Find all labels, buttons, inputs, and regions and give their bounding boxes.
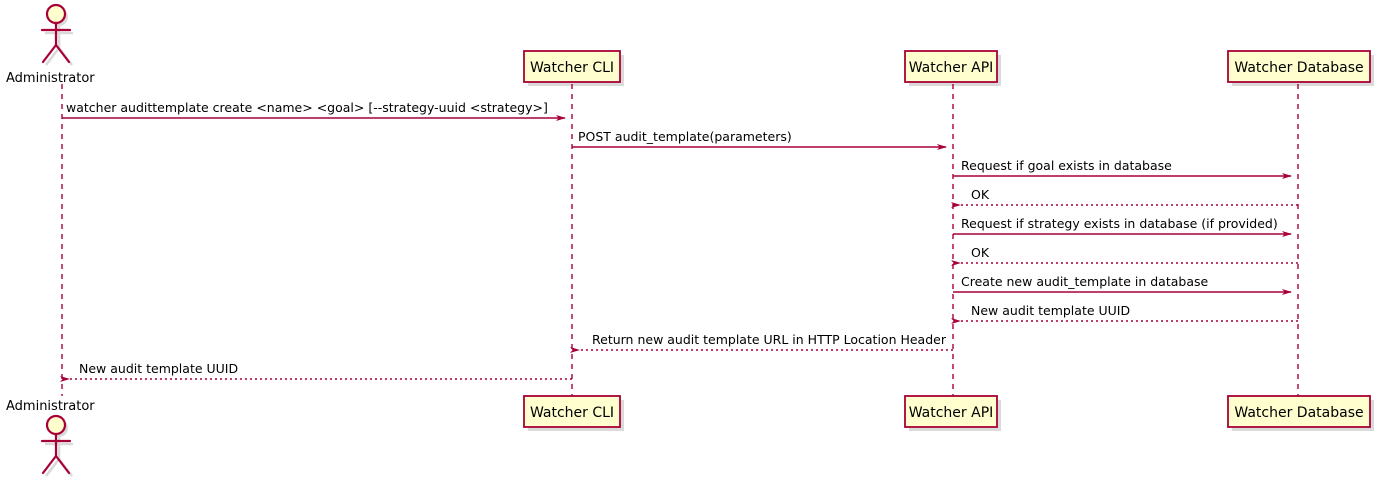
participant-label-watcher-cli-top: Watcher CLI xyxy=(530,60,614,76)
message-7[interactable]: Create new audit_template in database xyxy=(953,274,1292,296)
message-label-1: watcher audittemplate create <name> <goa… xyxy=(66,100,548,115)
message-label-10: New audit template UUID xyxy=(79,361,238,376)
message-label-4: OK xyxy=(971,187,990,202)
message-label-2: POST audit_template(parameters) xyxy=(578,129,792,144)
participant-box-watcher-database-top[interactable]: Watcher Database xyxy=(1227,50,1371,83)
participant-label-watcher-api-bottom: Watcher API xyxy=(909,405,994,421)
message-4[interactable]: OK xyxy=(951,187,1298,208)
participant-label-watcher-database-top: Watcher Database xyxy=(1234,60,1363,76)
message-label-7: Create new audit_template in database xyxy=(961,274,1208,289)
lifelines xyxy=(61,84,1299,396)
actor-head-icon xyxy=(45,414,67,436)
actor-administrator-bottom: Administrator xyxy=(6,399,95,477)
participant-label-watcher-database-bottom: Watcher Database xyxy=(1234,405,1363,421)
participant-box-watcher-api-top[interactable]: Watcher API xyxy=(904,50,998,83)
participant-box-watcher-cli-bottom[interactable]: Watcher CLI xyxy=(523,395,621,428)
message-3[interactable]: Request if goal exists in database xyxy=(953,158,1292,180)
message-2[interactable]: POST audit_template(parameters) xyxy=(572,129,947,151)
message-label-5: Request if strategy exists in database (… xyxy=(961,216,1278,231)
participant-box-watcher-database-bottom[interactable]: Watcher Database xyxy=(1227,395,1371,428)
message-6[interactable]: OK xyxy=(951,245,1298,266)
message-label-8: New audit template UUID xyxy=(971,303,1130,318)
actor-head-icon xyxy=(45,3,67,25)
message-9[interactable]: Return new audit template URL in HTTP Lo… xyxy=(570,332,953,353)
participant-shadows xyxy=(528,55,1374,431)
message-label-9: Return new audit template URL in HTTP Lo… xyxy=(592,332,947,347)
participant-label-watcher-cli-bottom: Watcher CLI xyxy=(530,405,614,421)
participant-box-watcher-api-bottom[interactable]: Watcher API xyxy=(904,395,998,428)
message-1[interactable]: watcher audittemplate create <name> <goa… xyxy=(62,100,566,122)
message-label-6: OK xyxy=(971,245,990,260)
message-10[interactable]: New audit template UUID xyxy=(60,361,572,382)
message-8[interactable]: New audit template UUID xyxy=(951,303,1298,324)
participant-box-watcher-cli-top[interactable]: Watcher CLI xyxy=(523,50,621,83)
participant-label-watcher-api-top: Watcher API xyxy=(909,60,994,76)
message-5[interactable]: Request if strategy exists in database (… xyxy=(953,216,1292,238)
actor-administrator-top: Administrator xyxy=(6,3,95,86)
actor-label-administrator-bottom: Administrator xyxy=(6,399,95,414)
actor-label-administrator-top: Administrator xyxy=(6,71,95,86)
message-label-3: Request if goal exists in database xyxy=(961,158,1172,173)
